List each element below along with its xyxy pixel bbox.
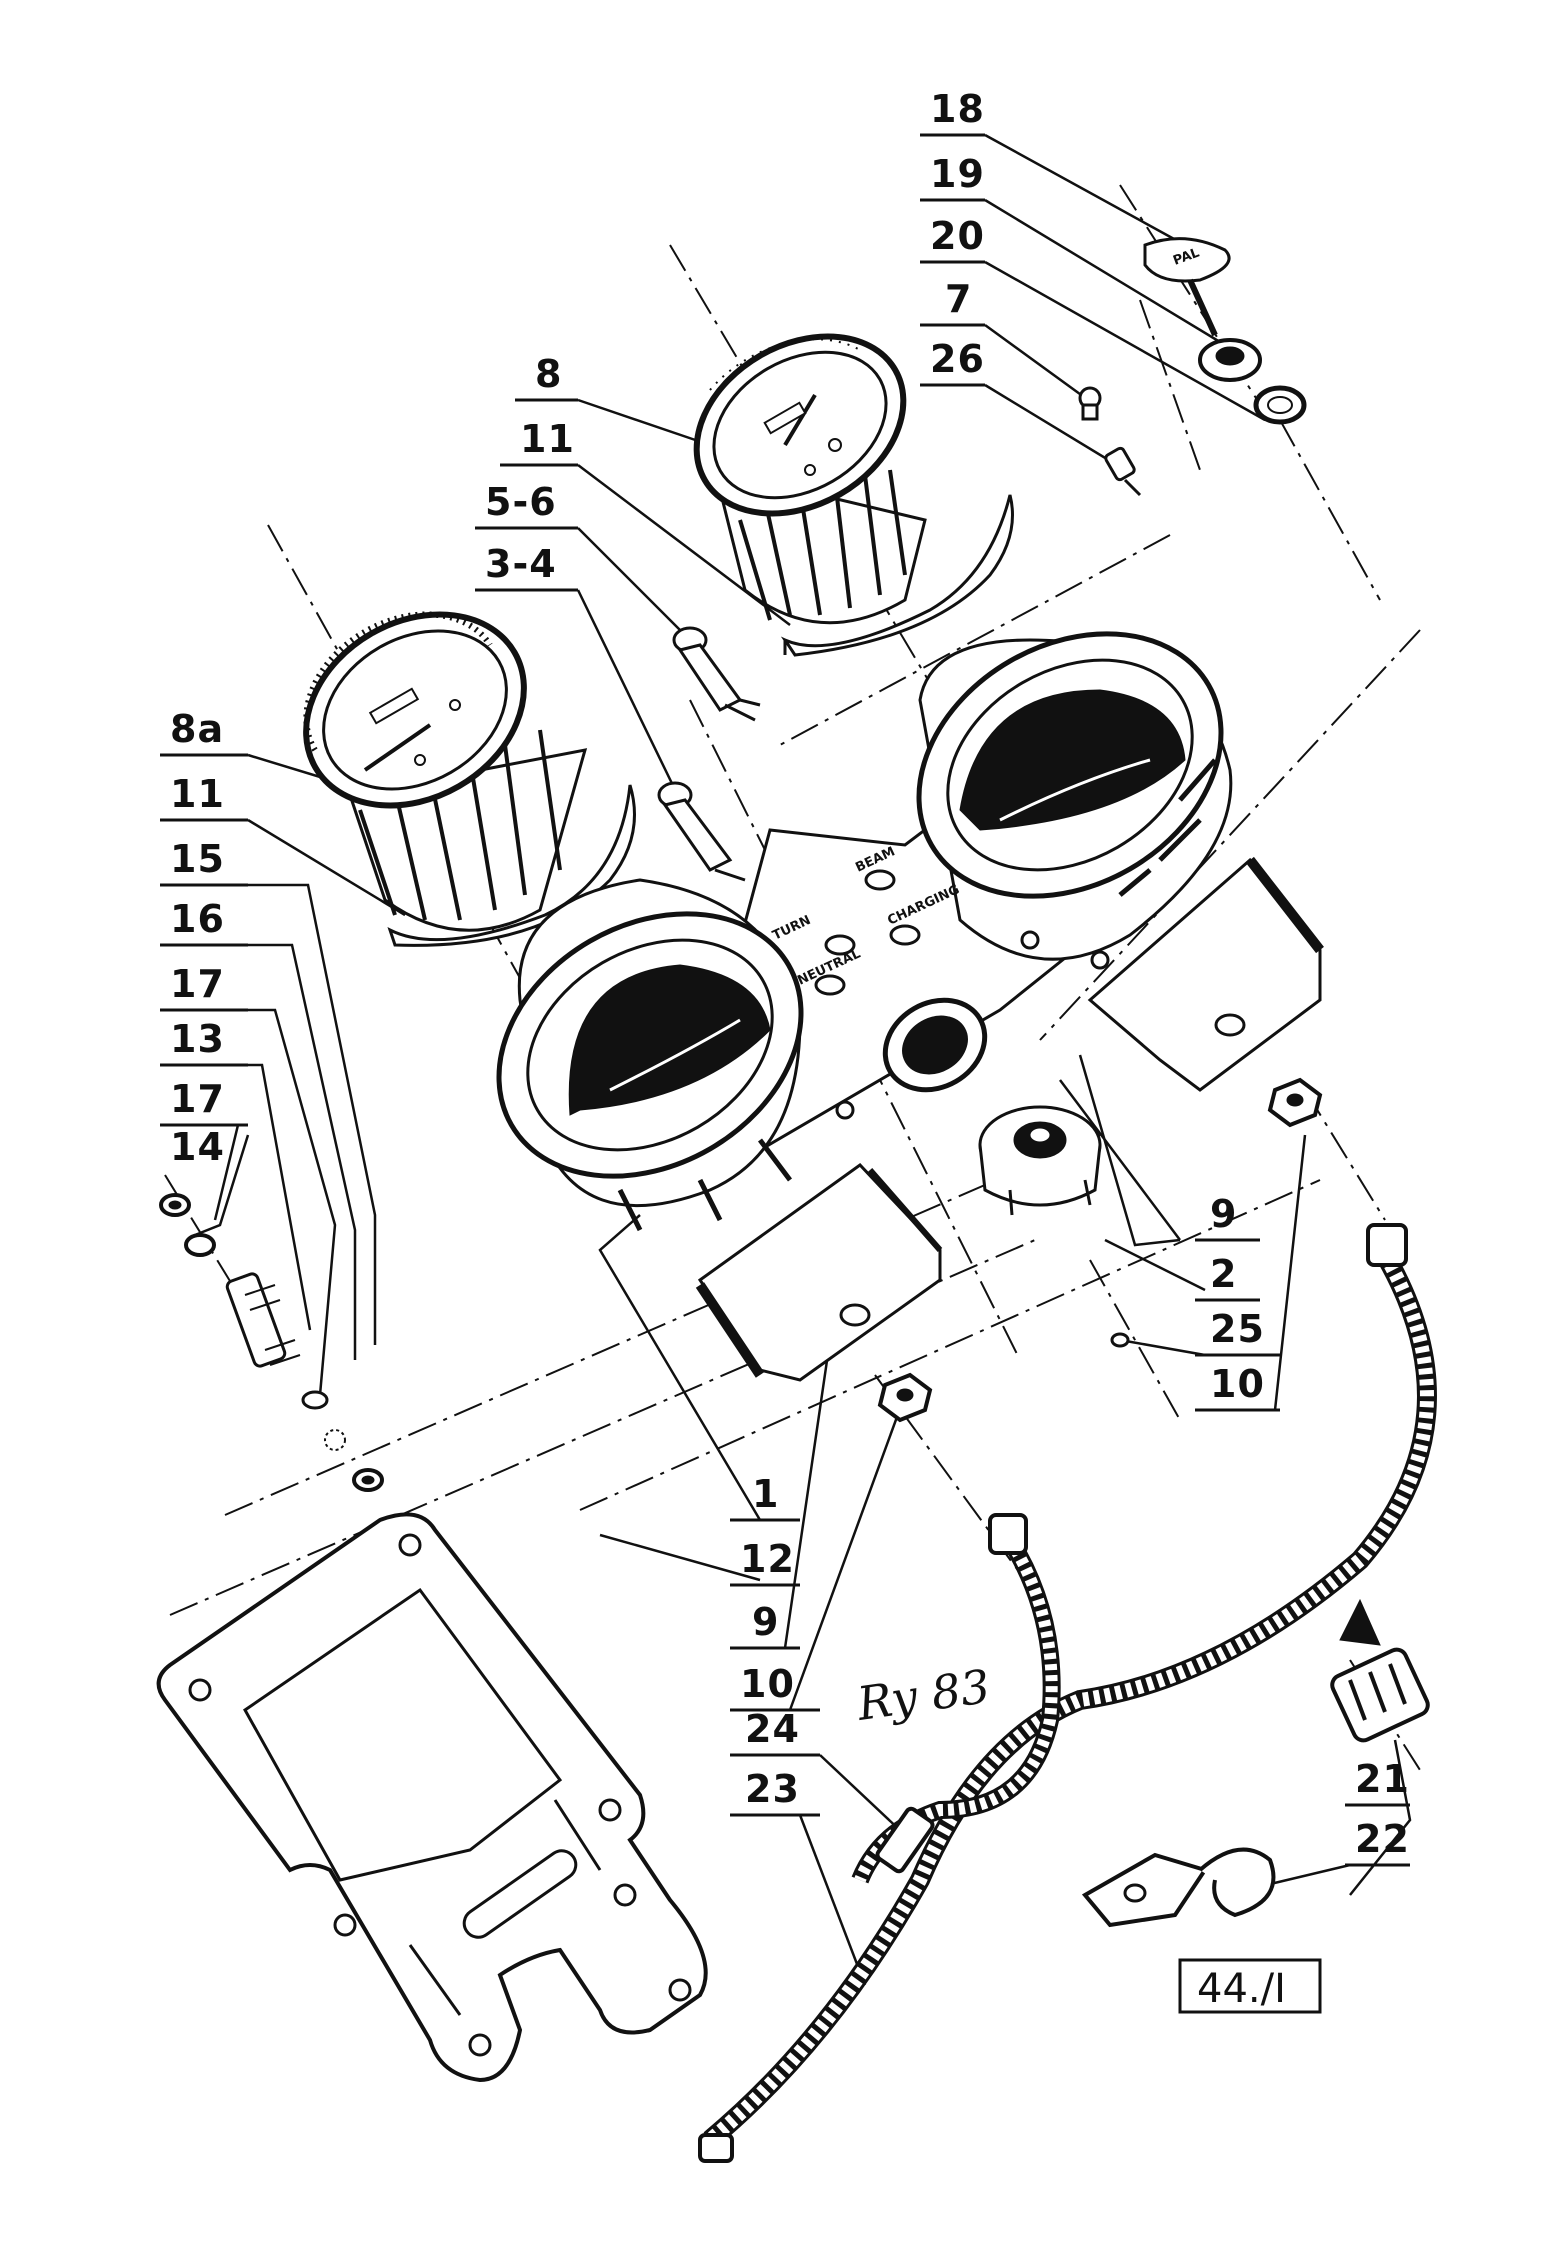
- leader-lines: [194, 133, 1412, 1986]
- callout-12: 12: [740, 1537, 795, 1581]
- callout-9-bottom: 9: [752, 1600, 779, 1644]
- callout-1: 1: [752, 1472, 779, 1516]
- ignition-switch: [978, 1105, 1102, 1216]
- gauge-housing: [496, 631, 1324, 1382]
- callout-7: 7: [945, 277, 972, 321]
- callout-17-a: 17: [170, 962, 225, 1006]
- hex-nut-right: [1267, 1077, 1323, 1128]
- screw-small: [1110, 1332, 1130, 1348]
- callout-2: 2: [1210, 1252, 1237, 1296]
- hex-nut-left: [877, 1372, 933, 1423]
- callouts: 18 19 20 7 26 8 11 5-6 3-4 8a 11 15 16 1…: [170, 87, 1410, 1861]
- signature: Ry 83: [853, 1659, 993, 1731]
- callout-21: 21: [1355, 1757, 1410, 1801]
- callout-23: 23: [745, 1767, 800, 1811]
- clip-bracket: [1081, 1847, 1276, 1928]
- callout-16: 16: [170, 897, 225, 941]
- callout-15: 15: [170, 837, 225, 881]
- indicator-bulb: [1078, 386, 1102, 421]
- figure-number: 44./I: [1197, 1966, 1286, 2012]
- callout-10-bottom: 10: [740, 1662, 795, 1706]
- bulb-socket: [1104, 446, 1142, 497]
- callout-5-6: 5-6: [485, 480, 557, 524]
- callout-20: 20: [930, 214, 985, 258]
- callout-25: 25: [1210, 1307, 1265, 1351]
- callout-3-4: 3-4: [485, 542, 557, 586]
- speedometer-cable: [698, 1223, 1437, 2163]
- callout-10-right: 10: [1210, 1362, 1265, 1406]
- tachometer-cable: [851, 1513, 1061, 1884]
- ignition-key: [1143, 237, 1231, 337]
- ring-nut: [1198, 338, 1262, 382]
- tachometer-gauge: [693, 333, 927, 625]
- callout-9-right: 9: [1210, 1192, 1237, 1236]
- callout-17-b: 17: [170, 1077, 225, 1121]
- callout-26: 26: [930, 337, 985, 381]
- cable-end-fitting: [1330, 1598, 1430, 1743]
- gasket-top: [780, 494, 1014, 657]
- speedometer-gauge: [303, 611, 588, 932]
- callout-underlines: [160, 133, 1410, 1867]
- callout-8: 8: [535, 352, 562, 396]
- callout-13: 13: [170, 1017, 225, 1061]
- lamp-socket-lower: [657, 781, 746, 882]
- callout-24: 24: [745, 1707, 800, 1751]
- callout-19: 19: [930, 152, 985, 196]
- figure-number-box: 44./I: [1178, 1958, 1322, 2014]
- callout-8a: 8a: [170, 707, 224, 751]
- callout-11-top: 11: [520, 417, 575, 461]
- ring-washer: [1253, 385, 1307, 425]
- callout-22: 22: [1355, 1817, 1410, 1861]
- callout-14: 14: [170, 1125, 225, 1169]
- callout-18: 18: [930, 87, 985, 131]
- small-parts-stack: [159, 1193, 384, 1492]
- mounting-plate: [156, 1512, 708, 2083]
- lamp-socket-upper: [672, 626, 761, 722]
- callout-11-left: 11: [170, 772, 225, 816]
